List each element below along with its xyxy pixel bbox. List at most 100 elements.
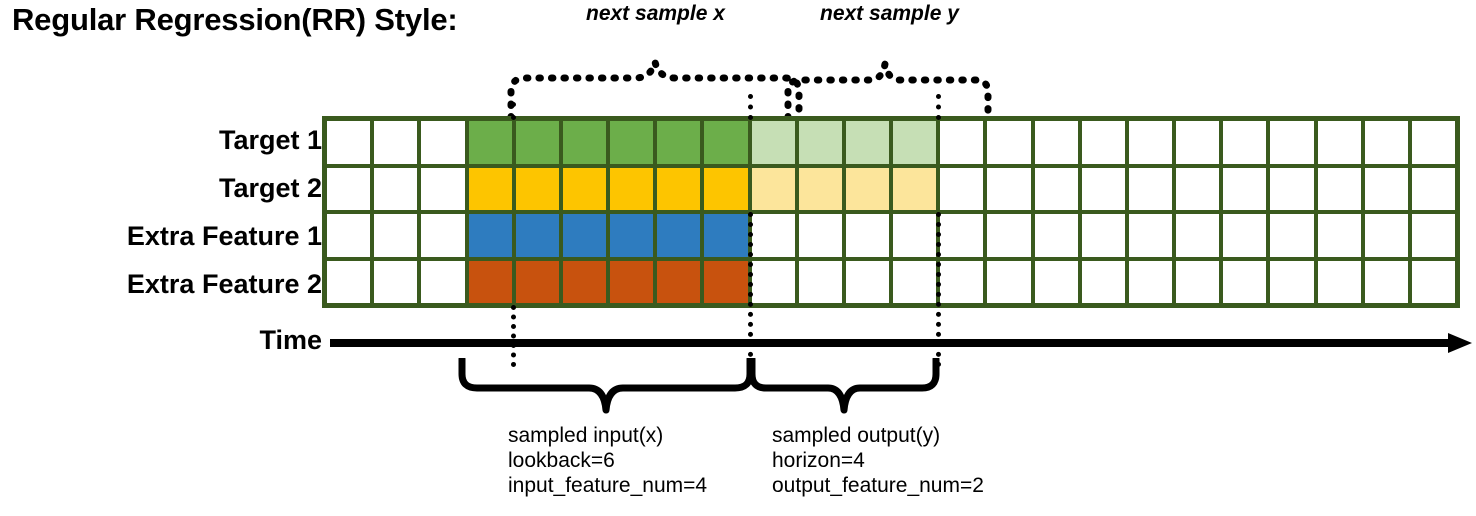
- divider-input-start-bottom: [511, 305, 516, 367]
- grid-cell-blank: [940, 167, 984, 210]
- grid-cell-blank: [327, 260, 371, 303]
- grid-cell-input: [562, 121, 606, 164]
- annotation-next-sample-x: next sample x: [586, 2, 725, 25]
- grid-cell-blank: [987, 121, 1031, 164]
- grid-cell-input: [562, 214, 606, 257]
- divider-input-start-top: [511, 102, 516, 120]
- grid-cell-blank: [1128, 167, 1172, 210]
- grid-cell-input: [610, 167, 654, 210]
- grid-cell-blank: [940, 214, 984, 257]
- grid-cell-output: [751, 167, 795, 210]
- grid-cell-input: [657, 121, 701, 164]
- grid-cell-blank: [1034, 121, 1078, 164]
- grid-cell-blank: [987, 260, 1031, 303]
- grid-cell-blank: [1411, 167, 1455, 210]
- grid-cell-blank: [1081, 214, 1125, 257]
- row-label-extra-feature-2: Extra Feature 2: [126, 269, 322, 299]
- grid-cell-blank: [374, 260, 418, 303]
- axis-label-time: Time: [259, 325, 322, 355]
- grid-cell-input: [610, 260, 654, 303]
- grid-cell-blank: [1128, 121, 1172, 164]
- grid-cell-blank: [1364, 121, 1408, 164]
- grid-cell-blank: [421, 260, 465, 303]
- divider-output-end-top: [936, 94, 941, 120]
- grid-cell-blank: [1223, 260, 1267, 303]
- grid-cell-input: [515, 121, 559, 164]
- grid-cell-blank: [374, 121, 418, 164]
- grid-cell-input: [468, 214, 512, 257]
- grid-cell-output: [845, 121, 889, 164]
- grid-cell-blank: [1081, 260, 1125, 303]
- grid-cell-blank: [1411, 121, 1455, 164]
- time-axis-arrow: [330, 333, 1472, 353]
- divider-input-output-top: [748, 94, 753, 120]
- grid-cell-blank: [374, 167, 418, 210]
- grid-cell-blank: [987, 167, 1031, 210]
- grid-cell-blank: [893, 260, 937, 303]
- grid-cell-input: [562, 260, 606, 303]
- grid-cell-input: [657, 214, 701, 257]
- grid-cell-blank: [1317, 214, 1361, 257]
- grid-cell-blank: [1128, 260, 1172, 303]
- annotation-sampled-output: sampled output(y) horizon=4 output_featu…: [772, 423, 984, 498]
- grid-cell-blank: [798, 214, 842, 257]
- grid-cell-blank: [1128, 214, 1172, 257]
- divider-output-end-lower: [936, 212, 941, 367]
- grid-cell-blank: [940, 121, 984, 164]
- sampled-output-line-1: sampled output(y): [772, 424, 941, 447]
- grid-cell-blank: [845, 214, 889, 257]
- grid-cell-input: [657, 260, 701, 303]
- grid-cell-blank: [1270, 167, 1314, 210]
- grid-cell-input: [468, 121, 512, 164]
- grid-cell-blank: [1364, 167, 1408, 210]
- grid-cell-blank: [798, 260, 842, 303]
- grid-cell-blank: [1364, 260, 1408, 303]
- grid-cell-blank: [374, 214, 418, 257]
- grid-cell-output: [893, 121, 937, 164]
- grid-cell-blank: [327, 214, 371, 257]
- grid-cell-input: [468, 167, 512, 210]
- grid-cell-blank: [421, 214, 465, 257]
- grid-cell-input: [468, 260, 512, 303]
- grid-cell-blank: [1317, 260, 1361, 303]
- grid-cell-blank: [1317, 167, 1361, 210]
- grid-cell-blank: [1223, 214, 1267, 257]
- grid-cell-blank: [1176, 260, 1220, 303]
- grid-cell-input: [610, 121, 654, 164]
- grid-cell-output: [751, 121, 795, 164]
- grid-cell-blank: [1317, 121, 1361, 164]
- grid-cell-input: [610, 214, 654, 257]
- grid-cell-blank: [893, 214, 937, 257]
- grid-cell-blank: [751, 214, 795, 257]
- grid-cell-input: [704, 121, 748, 164]
- grid-cell-blank: [1411, 214, 1455, 257]
- grid-cell-blank: [1411, 260, 1455, 303]
- bottom-brace-sampled-input: [458, 358, 754, 414]
- grid-cell-input: [657, 167, 701, 210]
- sampled-output-line-2: horizon=4: [772, 449, 865, 472]
- grid-cell-blank: [751, 260, 795, 303]
- grid-cell-blank: [1270, 121, 1314, 164]
- grid-cell-blank: [1034, 214, 1078, 257]
- grid-cell-blank: [1081, 167, 1125, 210]
- sampled-output-line-3: output_feature_num=2: [772, 474, 984, 497]
- divider-input-output-lower: [748, 212, 753, 367]
- row-label-extra-feature-1: Extra Feature 1: [126, 221, 322, 251]
- grid-cell-blank: [327, 121, 371, 164]
- sampled-input-line-2: lookback=6: [508, 449, 615, 472]
- page-title: Regular Regression(RR) Style:: [12, 2, 458, 37]
- grid-cell-blank: [1223, 167, 1267, 210]
- grid-cell-blank: [421, 167, 465, 210]
- grid-cell-blank: [1034, 167, 1078, 210]
- grid-cell-blank: [1176, 167, 1220, 210]
- grid-cell-blank: [1270, 260, 1314, 303]
- annotation-next-sample-y: next sample y: [820, 2, 959, 25]
- timeseries-grid: [322, 116, 1460, 308]
- grid-cell-output: [798, 167, 842, 210]
- grid-cell-blank: [1081, 121, 1125, 164]
- grid-cell-output: [845, 167, 889, 210]
- top-brace-next-sample-y: [784, 63, 992, 120]
- grid-cell-blank: [940, 260, 984, 303]
- grid-cell-input: [704, 167, 748, 210]
- bottom-brace-sampled-output: [748, 358, 940, 414]
